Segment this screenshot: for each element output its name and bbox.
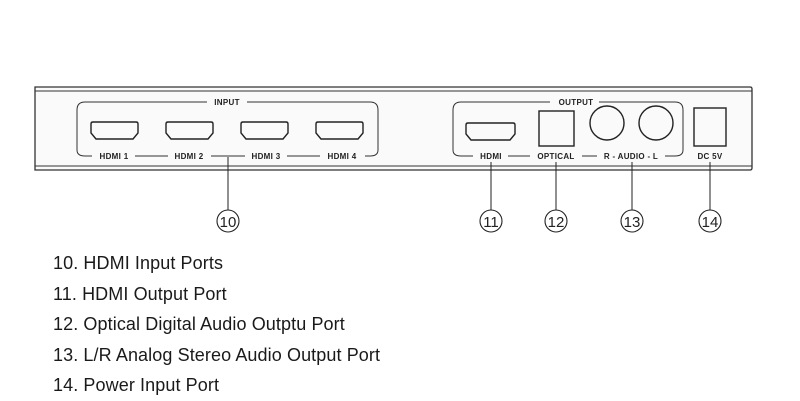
output-group-frame (452, 101, 684, 157)
svg-text:10: 10 (220, 214, 237, 231)
svg-text:13: 13 (624, 214, 641, 231)
input-group-frame (76, 101, 379, 157)
output-group-label: OUTPUT (559, 98, 594, 107)
callout-11: 11 (479, 209, 503, 233)
callout-14: 14 (698, 209, 722, 233)
hdmi-input-ports (90, 121, 364, 140)
svg-text:11: 11 (483, 214, 499, 231)
optical-label: OPTICAL (537, 152, 574, 161)
legend-item-11: 11. HDMI Output Port (53, 283, 227, 304)
hdmi-1-label: HDMI 1 (100, 152, 129, 161)
hdmi-output-label: HDMI (480, 152, 502, 161)
hdmi-4-label: HDMI 4 (328, 152, 357, 161)
dc-power-port (693, 107, 727, 147)
hdmi-port-1 (90, 121, 139, 140)
leader-lines (227, 157, 711, 210)
audio-label: R - AUDIO - L (604, 152, 658, 161)
svg-text:12: 12 (548, 214, 565, 231)
svg-text:14: 14 (702, 214, 719, 231)
audio-l-port (638, 105, 674, 141)
callout-10: 10 (216, 209, 240, 233)
port-legend: 10. HDMI Input Ports 11. HDMI Output Por… (53, 248, 380, 401)
legend-item-10: 10. HDMI Input Ports (53, 253, 224, 273)
audio-r-port (589, 105, 625, 141)
legend-item-12: 12. Optical Digital Audio Outptu Port (53, 314, 345, 334)
dc-power-label: DC 5V (697, 152, 722, 161)
hdmi-3-label: HDMI 3 (252, 152, 281, 161)
hdmi-port-2 (165, 121, 214, 140)
hdmi-2-label: HDMI 2 (175, 152, 204, 161)
hdmi-port-4 (315, 121, 364, 140)
callout-13: 13 (620, 209, 644, 233)
hdmi-port-3 (240, 121, 289, 140)
legend-item-14: 14. Power Input Port (53, 375, 220, 395)
legend-item-13: 13. L/R Analog Stereo Audio Output Port (53, 344, 381, 365)
optical-port (538, 110, 575, 147)
input-group-label: INPUT (214, 98, 240, 107)
hdmi-output-port (465, 122, 516, 141)
callout-12: 12 (544, 209, 568, 233)
